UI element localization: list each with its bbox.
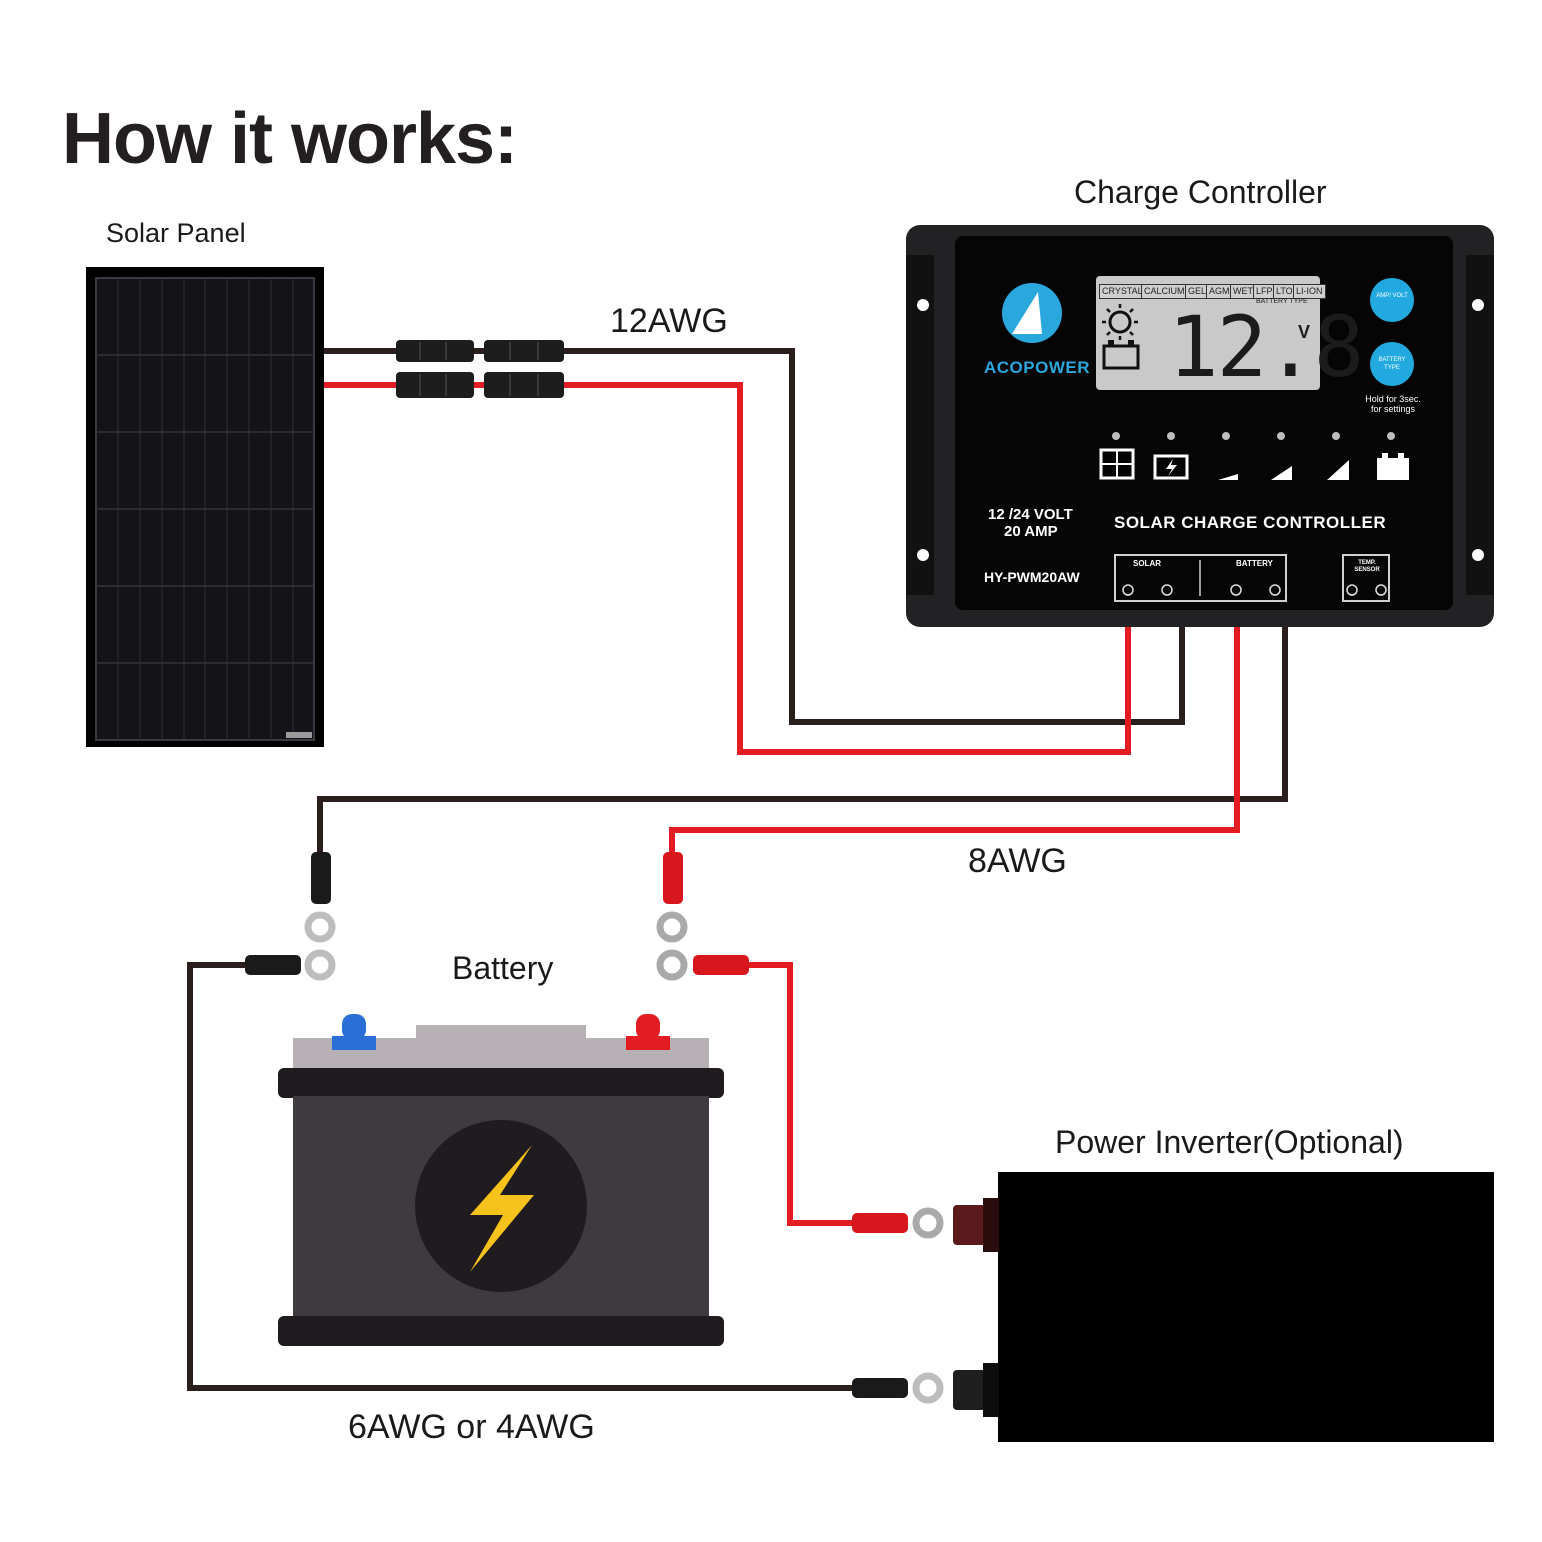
battery-type-wet: WET (1230, 284, 1256, 299)
wire-panel-negative (324, 348, 1185, 725)
charge-controller-label: Charge Controller (1074, 174, 1327, 210)
controller-brand: ACOPOWER (984, 358, 1090, 377)
hold-note: Hold for 3sec. for settings (1365, 394, 1421, 414)
wire-battery-positive (669, 622, 1240, 860)
wire-battery-negative (317, 622, 1288, 860)
solar-panel (86, 267, 324, 747)
amp-volt-button: AMP/ VOLT (1376, 293, 1408, 299)
power-inverter (852, 1172, 1494, 1442)
wire-gauge-6awg-label: 6AWG or 4AWG (348, 1408, 595, 1446)
inverter-label: Power Inverter(Optional) (1055, 1124, 1404, 1160)
controller-name: SOLAR CHARGE CONTROLLER (1114, 513, 1387, 532)
charge-controller (906, 225, 1494, 627)
battery-type-gel: GEL (1185, 284, 1210, 299)
terminal-temp-label: TEMP. SENSOR (1354, 560, 1380, 573)
controller-model: HY-PWM20AW (984, 569, 1080, 585)
solar-panel-label: Solar Panel (106, 218, 246, 248)
battery-type-li-ion: LI-ION (1293, 284, 1326, 299)
battery (278, 1014, 724, 1346)
wire-gauge-8awg-label: 8AWG (968, 842, 1067, 880)
battery-type-button: BATTERY TYPE (1378, 357, 1406, 371)
battery-type-lto: LTO (1273, 284, 1296, 299)
controller-voltage-unit: V (1298, 322, 1311, 342)
battery-type-crystal: CRYSTAL (1099, 284, 1146, 299)
page-title: How it works: (62, 99, 518, 179)
battery-type-header: BATTERY TYPE (1256, 298, 1308, 305)
terminal-battery-label: BATTERY (1236, 559, 1273, 568)
terminal-solar-label: SOLAR (1133, 559, 1161, 568)
wire-panel-positive (324, 382, 1131, 755)
wire-gauge-12awg-label: 12AWG (610, 302, 728, 340)
battery-label: Battery (452, 950, 554, 986)
wire-inverter-positive (720, 962, 860, 1226)
battery-cable-lugs (245, 852, 749, 981)
controller-amperage: 20 AMP (1004, 523, 1058, 540)
controller-voltage-reading: 12.8 (1168, 298, 1364, 396)
wire-inverter-negative (187, 962, 860, 1391)
mc4-connectors (396, 340, 564, 398)
wires (187, 348, 1288, 1391)
controller-voltage: 12 /24 VOLT (988, 506, 1073, 523)
battery-type-agm: AGM (1206, 284, 1233, 299)
battery-type-calcium: CALCIUM (1141, 284, 1188, 299)
